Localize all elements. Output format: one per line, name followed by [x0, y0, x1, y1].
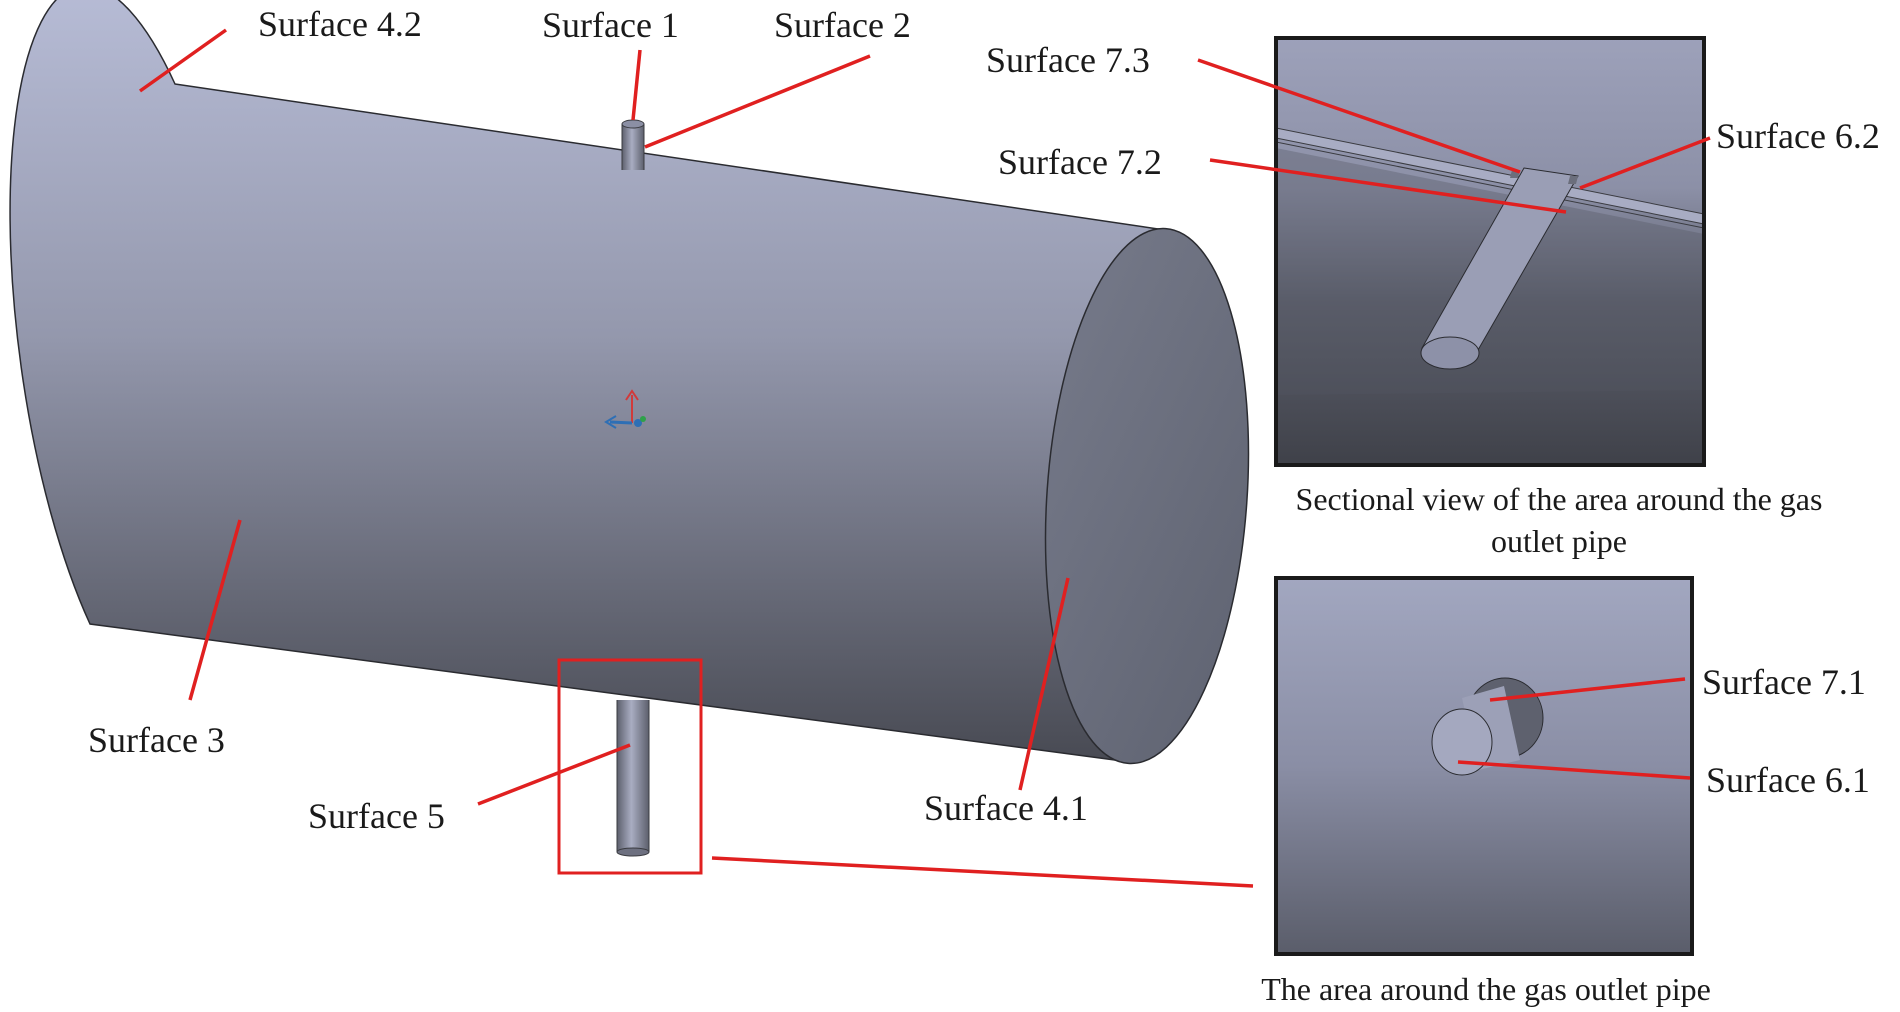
caption-sectional-line-1: Sectional view of the area around the ga… [1295, 481, 1823, 517]
label-surface-7-2: Surface 7.2 [998, 142, 1162, 182]
leader-surface-5 [477, 743, 631, 806]
inset-sectional-view [1274, 36, 1706, 467]
gas-outlet-pipe [616, 700, 650, 857]
tank-shell [9, 0, 1166, 763]
caption-area-view: The area around the gas outlet pipe [1261, 971, 1711, 1007]
label-surface-2: Surface 2 [774, 5, 911, 45]
label-surface-6-2: Surface 6.2 [1716, 116, 1880, 156]
leader-surface-6-1 [1457, 760, 1691, 780]
caption-sectional-line-2: outlet pipe [1491, 523, 1627, 559]
leader-surface-7-2 [1209, 158, 1567, 214]
highlight-box [557, 658, 703, 875]
leader-surface-4-2 [138, 28, 228, 93]
leader-surface-6-2 [1579, 136, 1711, 190]
caption-sectional-view: Sectional view of the area around the ga… [1246, 478, 1872, 562]
label-surface-4-2: Surface 4.2 [258, 4, 422, 44]
tank-body [9, 0, 1250, 765]
label-surface-3: Surface 3 [88, 720, 225, 760]
label-surface-7-3: Surface 7.3 [986, 40, 1150, 80]
leader-surface-2 [644, 54, 871, 149]
label-surface-4-1: Surface 4.1 [924, 788, 1088, 828]
top-nozzle [621, 119, 645, 170]
leader-surface-7-3 [1197, 58, 1521, 174]
leader-lines [138, 28, 1711, 888]
leader-surface-3 [188, 519, 242, 701]
leader-surface-7-1 [1489, 677, 1686, 702]
label-surface-7-1: Surface 7.1 [1702, 662, 1866, 702]
label-surface-1: Surface 1 [542, 5, 679, 45]
leader-surface-4-1 [1018, 577, 1070, 791]
inset-area-view [1274, 576, 1694, 956]
label-surface-5: Surface 5 [308, 796, 445, 836]
leader-surface-1 [631, 49, 642, 121]
coordinate-triad-icon [604, 389, 646, 429]
label-surface-6-1: Surface 6.1 [1706, 760, 1870, 800]
tank-end-cap [1044, 227, 1250, 765]
leader-connector [711, 856, 1254, 888]
